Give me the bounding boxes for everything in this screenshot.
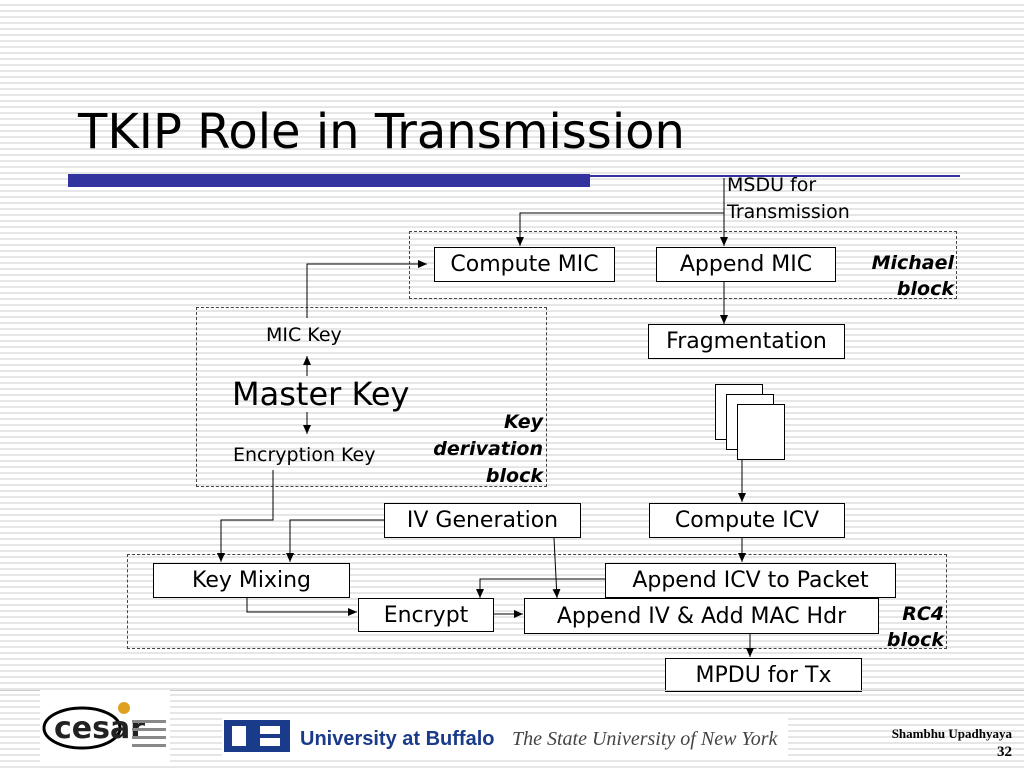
msdu-label-line2: Transmission <box>727 201 850 223</box>
compute-icv-box: Compute ICV <box>649 503 845 538</box>
key-derivation-label-line1: Key <box>504 411 543 433</box>
wire-enc-key-key-mixing <box>217 470 274 562</box>
slide-title: TKIP Role in Transmission <box>78 104 685 160</box>
msdu-label-line1: MSDU for <box>727 174 817 196</box>
append-iv-box: Append IV & Add MAC Hdr <box>524 598 879 634</box>
cesar-logo-text: cesar <box>54 711 145 746</box>
title-underline-thin <box>590 175 960 177</box>
mic-key-label: MIC Key <box>266 324 342 346</box>
michael-block-label-line2: block <box>896 278 954 300</box>
compute-mic-box: Compute MIC <box>434 247 615 282</box>
wire-iv-key-mixing <box>286 519 384 562</box>
author-name: Shambhu Upadhyaya <box>891 726 1012 741</box>
fragment-page-3 <box>737 404 785 460</box>
encryption-key-label: Encryption Key <box>233 444 376 466</box>
mpdu-box: MPDU for Tx <box>665 658 862 692</box>
ub-logo: University at Buffalo The State Universi… <box>222 716 788 756</box>
fragmentation-box: Fragmentation <box>648 324 845 359</box>
michael-block-label-line1: Michael <box>871 252 954 274</box>
wire-key-mixing-encrypt <box>246 598 357 616</box>
cesar-logo: cesar <box>40 690 170 765</box>
michael-block-region <box>409 231 957 299</box>
rc4-block-label-line2: block <box>886 629 944 651</box>
ub-logo-name: University at Buffalo <box>300 728 494 750</box>
footer-divider <box>0 690 1024 691</box>
wire-mic-key-compute-mic <box>306 260 427 318</box>
wire-iv-append-iv <box>552 537 561 599</box>
master-key-label: Master Key <box>232 375 410 413</box>
key-mixing-box: Key Mixing <box>153 563 350 598</box>
key-derivation-block-region <box>196 307 547 487</box>
ub-logo-sub: The State University of New York <box>512 728 778 750</box>
wire-append-icv-encrypt <box>476 578 605 598</box>
key-derivation-label-line2: derivation <box>433 438 543 460</box>
key-derivation-label-line3: block <box>485 465 543 487</box>
rc4-block-region <box>127 554 947 649</box>
append-mic-box: Append MIC <box>656 247 836 282</box>
encrypt-box: Encrypt <box>358 598 494 632</box>
rc4-block-label-line1: RC4 <box>902 603 944 625</box>
wire-msdu-compute-mic <box>516 212 724 246</box>
page-number: 32 <box>997 744 1012 760</box>
title-underline-bar <box>68 174 590 187</box>
iv-generation-box: IV Generation <box>384 503 581 538</box>
append-icv-box: Append ICV to Packet <box>605 563 896 598</box>
